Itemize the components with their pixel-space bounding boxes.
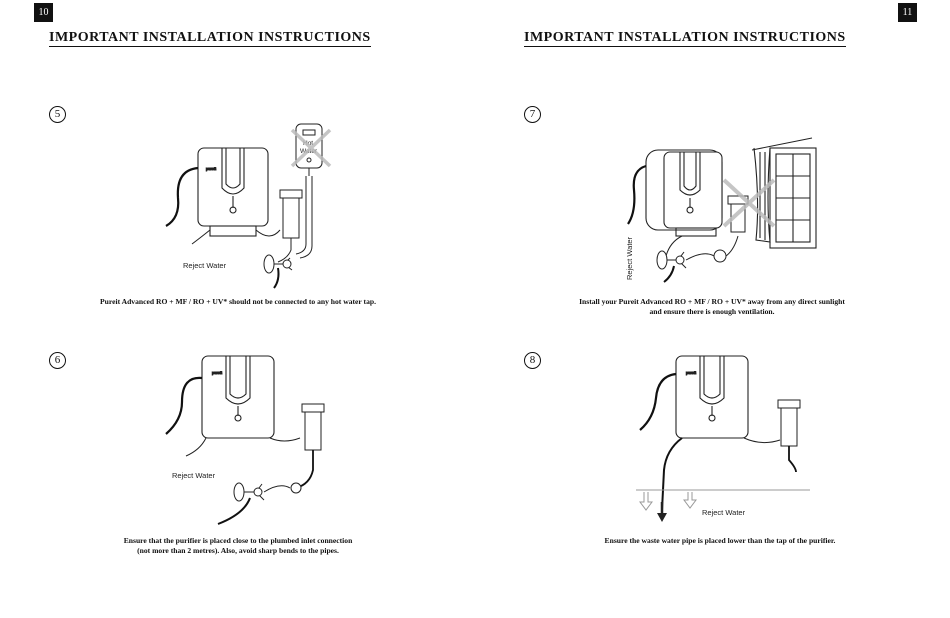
step-6-caption: Ensure that the purifier is placed close… — [60, 536, 416, 556]
svg-text:pureit: pureit — [212, 370, 223, 375]
step-7-caption-line-2: and ensure there is enough ventilation. — [649, 307, 775, 316]
step-number-7: 7 — [524, 106, 541, 123]
step-5-caption: Pureit Advanced RO + MF / RO + UV* shoul… — [100, 297, 376, 306]
step-7-illustration: Reject Water — [625, 137, 817, 283]
step-6-caption-line-1: Ensure that the purifier is placed close… — [123, 536, 353, 545]
water-purifier-icon: pureit — [201, 355, 275, 439]
cross-icon — [722, 178, 776, 228]
step-number-8: 8 — [524, 352, 541, 369]
reject-water-label: Reject Water — [702, 508, 746, 517]
step-6-illustration: pureit Reject Water — [165, 355, 325, 525]
step-7-caption-line-1: Install your Pureit Advanced RO + MF / R… — [579, 297, 845, 306]
reject-water-label: Reject Water — [183, 261, 227, 270]
svg-text:pureit: pureit — [686, 370, 697, 375]
step-number-5: 5 — [49, 106, 66, 123]
step-6-caption-line-2: (not more than 2 metres). Also, avoid sh… — [137, 546, 339, 555]
water-purifier-icon: pureit — [675, 355, 749, 439]
reject-water-label: Reject Water — [172, 471, 216, 480]
step-5-illustration: pureit Hot Water Reject Water — [165, 123, 332, 289]
page-number-left: 10 — [34, 3, 53, 22]
page-title-right: IMPORTANT INSTALLATION INSTRUCTIONS — [524, 30, 846, 47]
step-7-caption: Install your Pureit Advanced RO + MF / R… — [544, 297, 880, 317]
cross-icon — [290, 128, 332, 168]
step-8-caption: Ensure the waste water pipe is placed lo… — [604, 536, 836, 545]
page-number-right: 11 — [898, 3, 917, 22]
page-title-left: IMPORTANT INSTALLATION INSTRUCTIONS — [49, 30, 371, 47]
arrow-down-icon — [657, 502, 667, 522]
water-purifier-icon — [645, 149, 723, 237]
water-purifier-icon: pureit — [197, 147, 269, 237]
reject-water-label: Reject Water — [625, 236, 634, 280]
step-number-6: 6 — [49, 352, 66, 369]
svg-text:pureit: pureit — [206, 166, 217, 171]
step-8-illustration: pureit Reject Water — [636, 355, 810, 522]
